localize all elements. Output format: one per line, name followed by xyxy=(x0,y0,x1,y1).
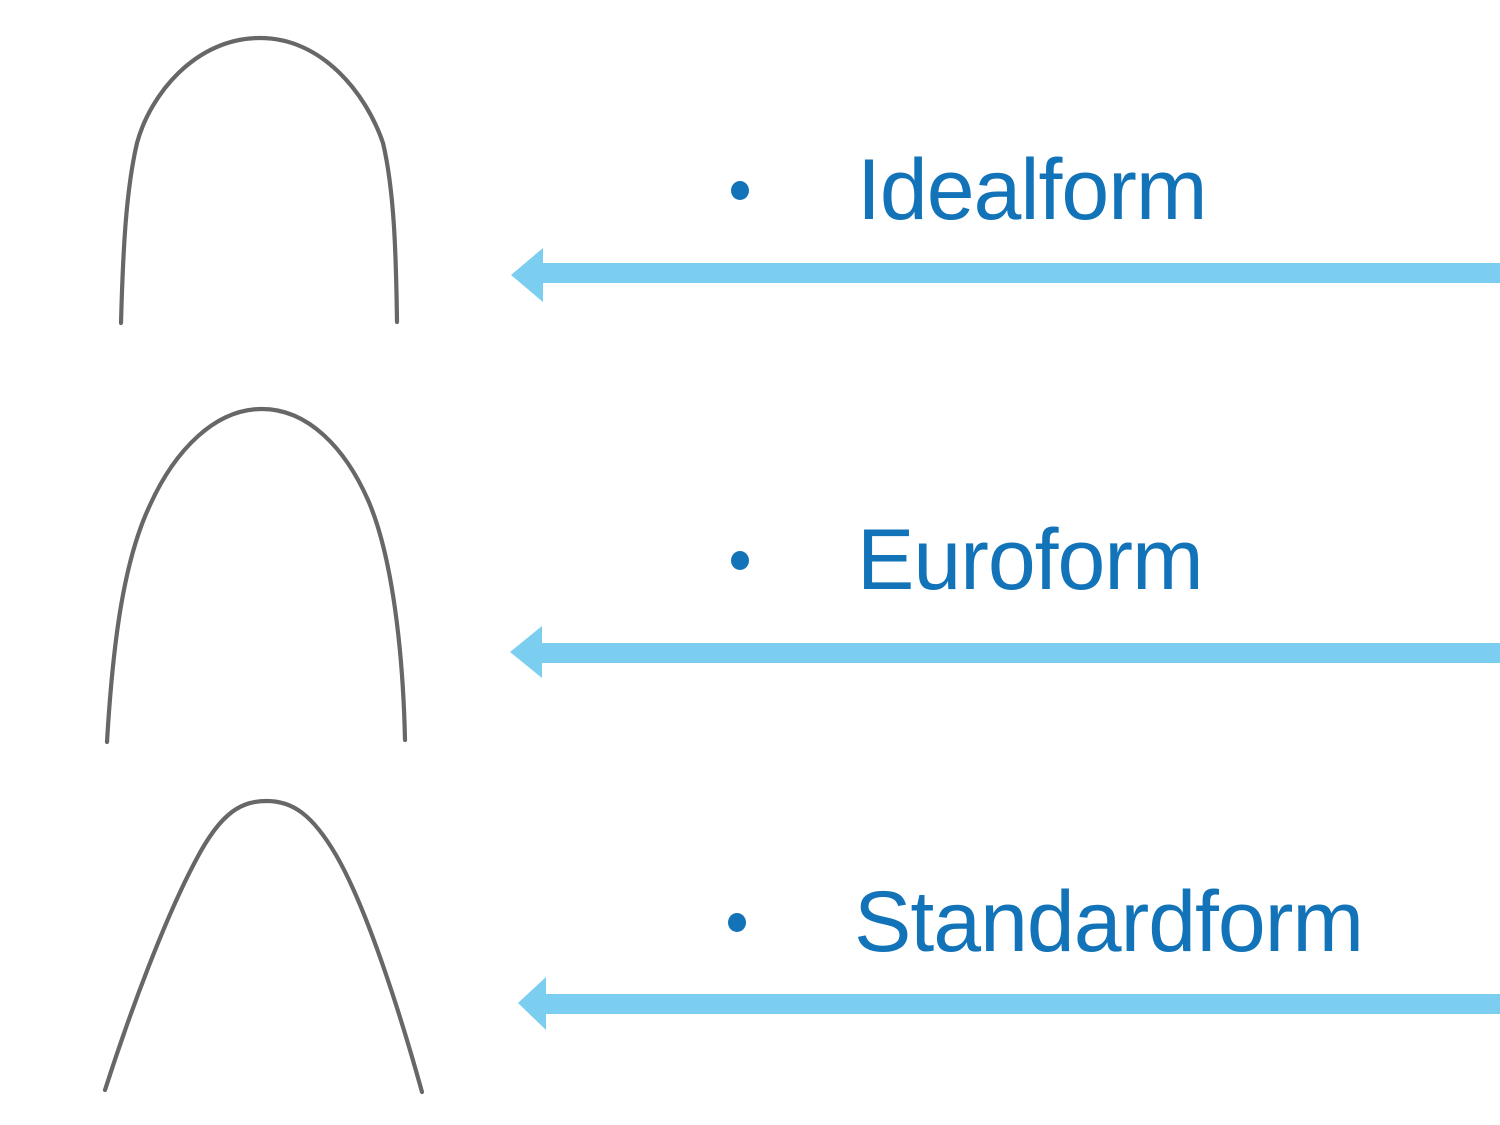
left-arrow-icon xyxy=(511,248,1500,302)
archform-label: Idealform xyxy=(857,142,1207,238)
list-item-idealform: Idealform xyxy=(731,140,1207,240)
left-arrow-icon xyxy=(518,977,1500,1030)
bullet-dot-icon xyxy=(731,550,749,570)
archform-label: Euroform xyxy=(857,512,1204,608)
left-arrow-icon xyxy=(510,626,1500,678)
archwire-idealform-illustration xyxy=(118,35,400,326)
bullet-dot-icon xyxy=(731,180,749,200)
archwire-standardform-illustration xyxy=(102,798,425,1095)
bullet-dot-icon xyxy=(728,912,746,932)
list-item-standardform: Standardform xyxy=(728,872,1364,972)
archwire-euroform-illustration xyxy=(104,406,408,745)
list-item-euroform: Euroform xyxy=(731,510,1204,610)
archform-label: Standardform xyxy=(854,874,1364,970)
